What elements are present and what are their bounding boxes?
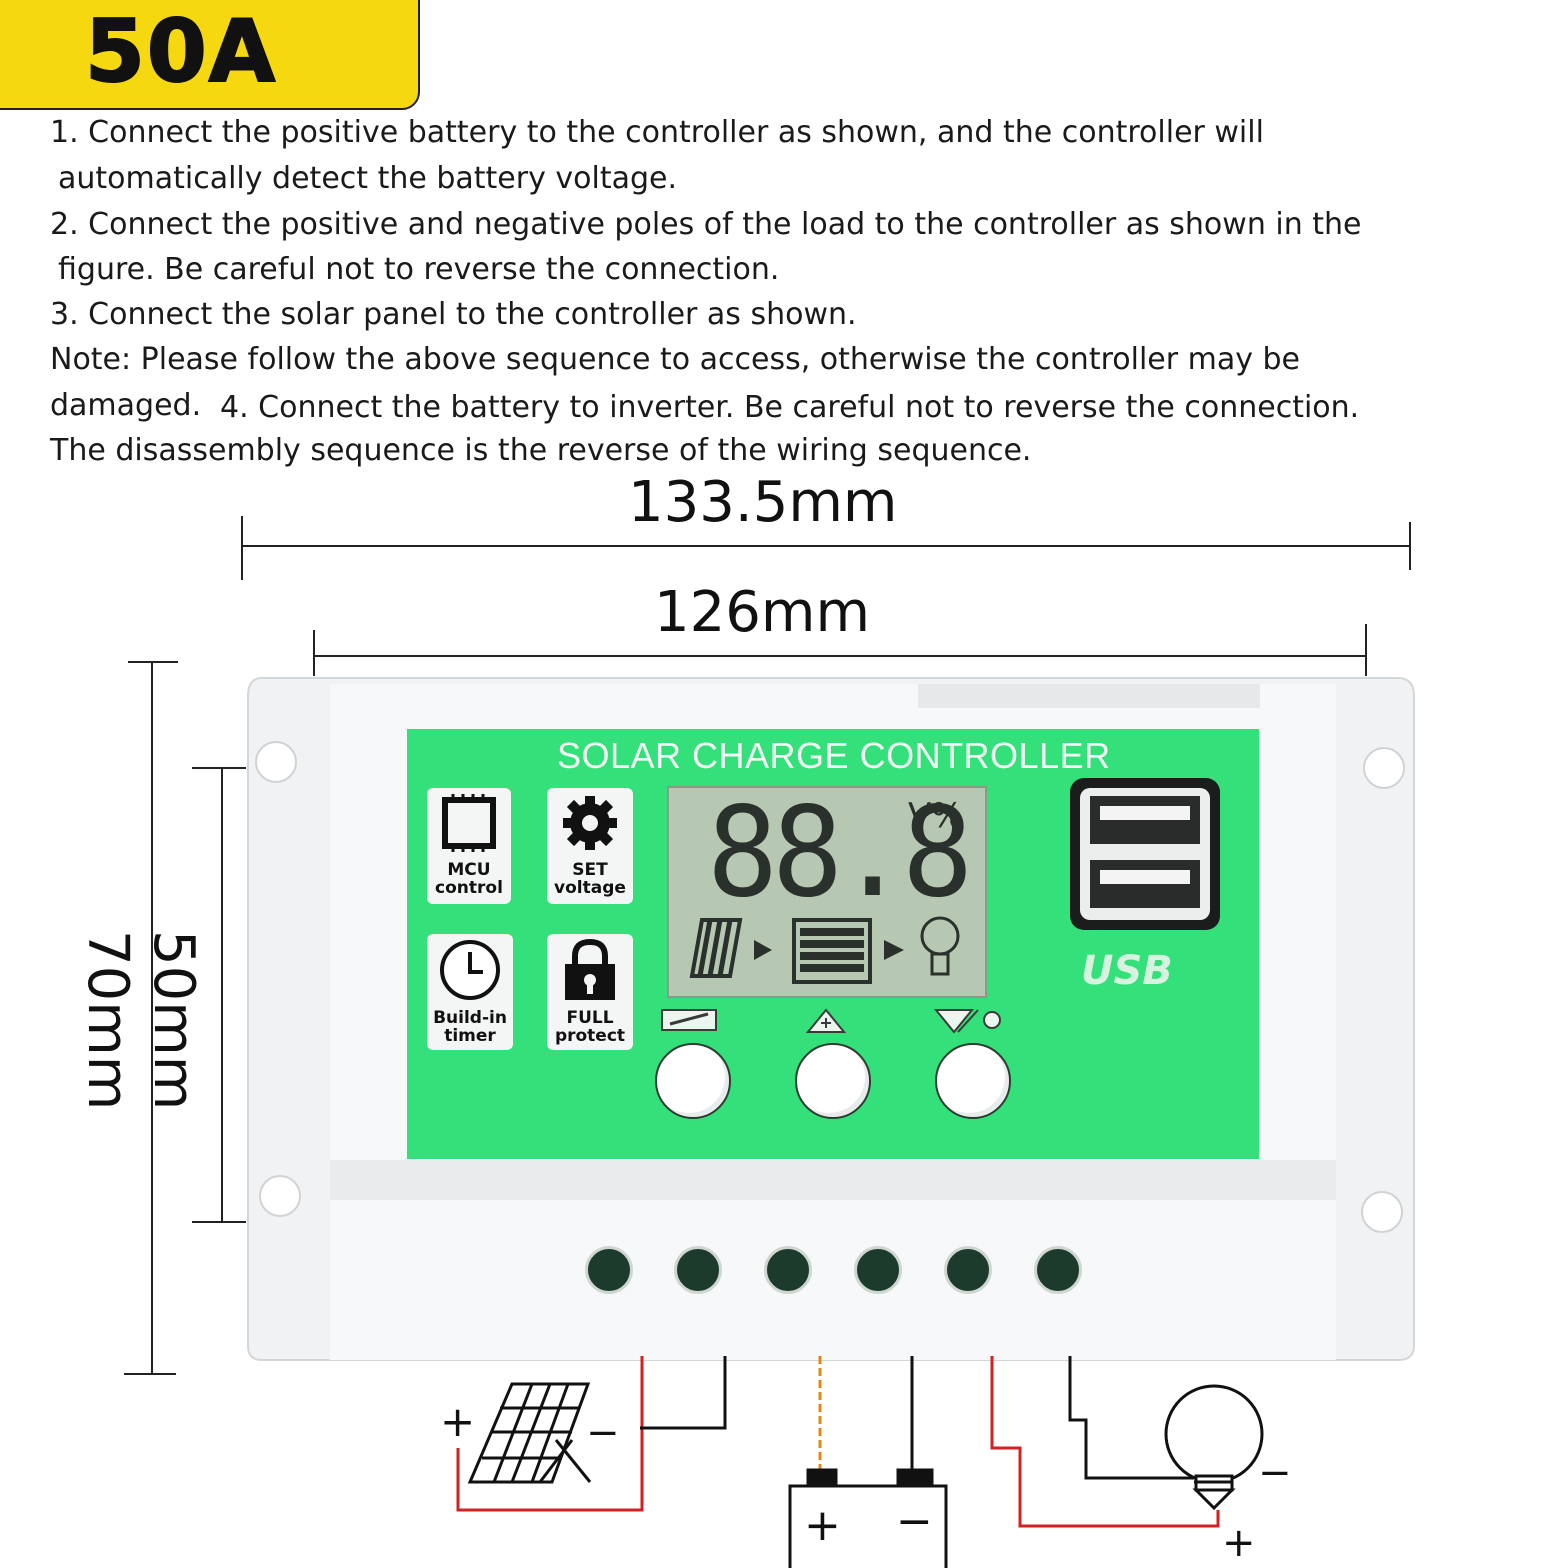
- feature-set-label-2: voltage: [554, 877, 626, 898]
- feature-set-label-1: SET: [572, 860, 608, 880]
- usb-port-icon: [1090, 796, 1200, 844]
- panel-title: SOLAR CHARGE CONTROLLER: [557, 735, 1111, 776]
- lcd-arrow-icon: [754, 940, 772, 960]
- terminal-load-negative: [1034, 1246, 1082, 1294]
- terminal-load-positive: [944, 1246, 992, 1294]
- load-minus-sign: −: [1258, 1450, 1292, 1496]
- feature-protect-label-2: protect: [554, 1025, 626, 1046]
- up-button[interactable]: [795, 1043, 871, 1119]
- usb-port-icon: [1090, 860, 1200, 908]
- solar-plus-sign: +: [440, 1397, 475, 1446]
- instruction-line-2b: figure. Be careful not to reverse the co…: [58, 252, 780, 287]
- menu-symbol-icon: [661, 1009, 717, 1031]
- instruction-line-1b: automatically detect the battery voltage…: [58, 161, 677, 196]
- instruction-line-2: 2. Connect the positive and negative pol…: [50, 207, 1362, 242]
- feature-set-voltage: SET voltage: [547, 788, 633, 904]
- lcd-battery-icon: [792, 918, 872, 984]
- light-bulb-icon: [1164, 1384, 1264, 1511]
- battery-icon: [788, 1468, 948, 1568]
- feature-mcu-label-1: MCU: [447, 860, 491, 880]
- terminal-solar-positive: [585, 1246, 633, 1294]
- battery-plus-sign: +: [804, 1500, 841, 1551]
- dimension-lines: [124, 516, 1411, 1375]
- clock-icon: [440, 940, 500, 1000]
- feature-timer-label-2: timer: [444, 1025, 496, 1046]
- lcd-bulb-icon: [920, 916, 960, 976]
- button-symbols: [661, 1008, 1001, 1034]
- feature-timer-label-1: Build-in: [433, 1008, 507, 1028]
- lock-icon: [565, 938, 615, 1000]
- lcd-flow-icons: [689, 916, 960, 984]
- menu-button[interactable]: [655, 1043, 731, 1119]
- terminal-solar-negative: [674, 1246, 722, 1294]
- note-line: Note: Please follow the above sequence t…: [50, 342, 1301, 377]
- instruction-line-1: 1. Connect the positive battery to the c…: [50, 115, 1264, 150]
- instruction-line-3: 3. Connect the solar panel to the contro…: [50, 297, 857, 332]
- down-light-button[interactable]: [935, 1043, 1011, 1119]
- feature-mcu-label-2: control: [435, 877, 503, 898]
- load-plus-sign: +: [1222, 1520, 1256, 1566]
- feature-full-protect: FULL protect: [547, 934, 633, 1050]
- lcd-solar-icon: [689, 918, 743, 978]
- capacity-badge-text: 50A: [84, 1, 278, 103]
- up-symbol-icon: [805, 1008, 847, 1033]
- terminal-battery-negative: [854, 1246, 902, 1294]
- instruction-line-4: 4. Connect the battery to inverter. Be c…: [220, 390, 1360, 425]
- usb-ports: [1070, 778, 1220, 930]
- lcd-arrow-icon-2: [884, 940, 904, 960]
- feature-mcu: MCU control: [427, 788, 511, 904]
- capacity-badge: [0, 0, 420, 110]
- wiring: [456, 1356, 1220, 1528]
- down-light-symbol-icon: [933, 1009, 1001, 1034]
- overall-width-label: 133.5mm: [628, 470, 898, 535]
- battery-minus-sign: −: [896, 1496, 933, 1547]
- solar-panel-icon: [467, 1382, 592, 1484]
- lcd-unit: V%: [908, 796, 964, 836]
- terminal-battery-positive: [764, 1246, 812, 1294]
- lcd-digits: 88.8: [707, 779, 973, 925]
- inner-width-label: 126mm: [654, 580, 870, 645]
- chip-icon: [442, 794, 496, 852]
- gear-icon: [563, 796, 617, 850]
- note-line-b: damaged.: [50, 388, 202, 423]
- instruction-line-5: The disassembly sequence is the reverse …: [50, 433, 1032, 468]
- usb-label: USB: [1081, 948, 1173, 994]
- feature-timer: Build-in timer: [427, 934, 513, 1050]
- solar-minus-sign: −: [586, 1410, 620, 1456]
- feature-protect-label-1: FULL: [566, 1008, 614, 1028]
